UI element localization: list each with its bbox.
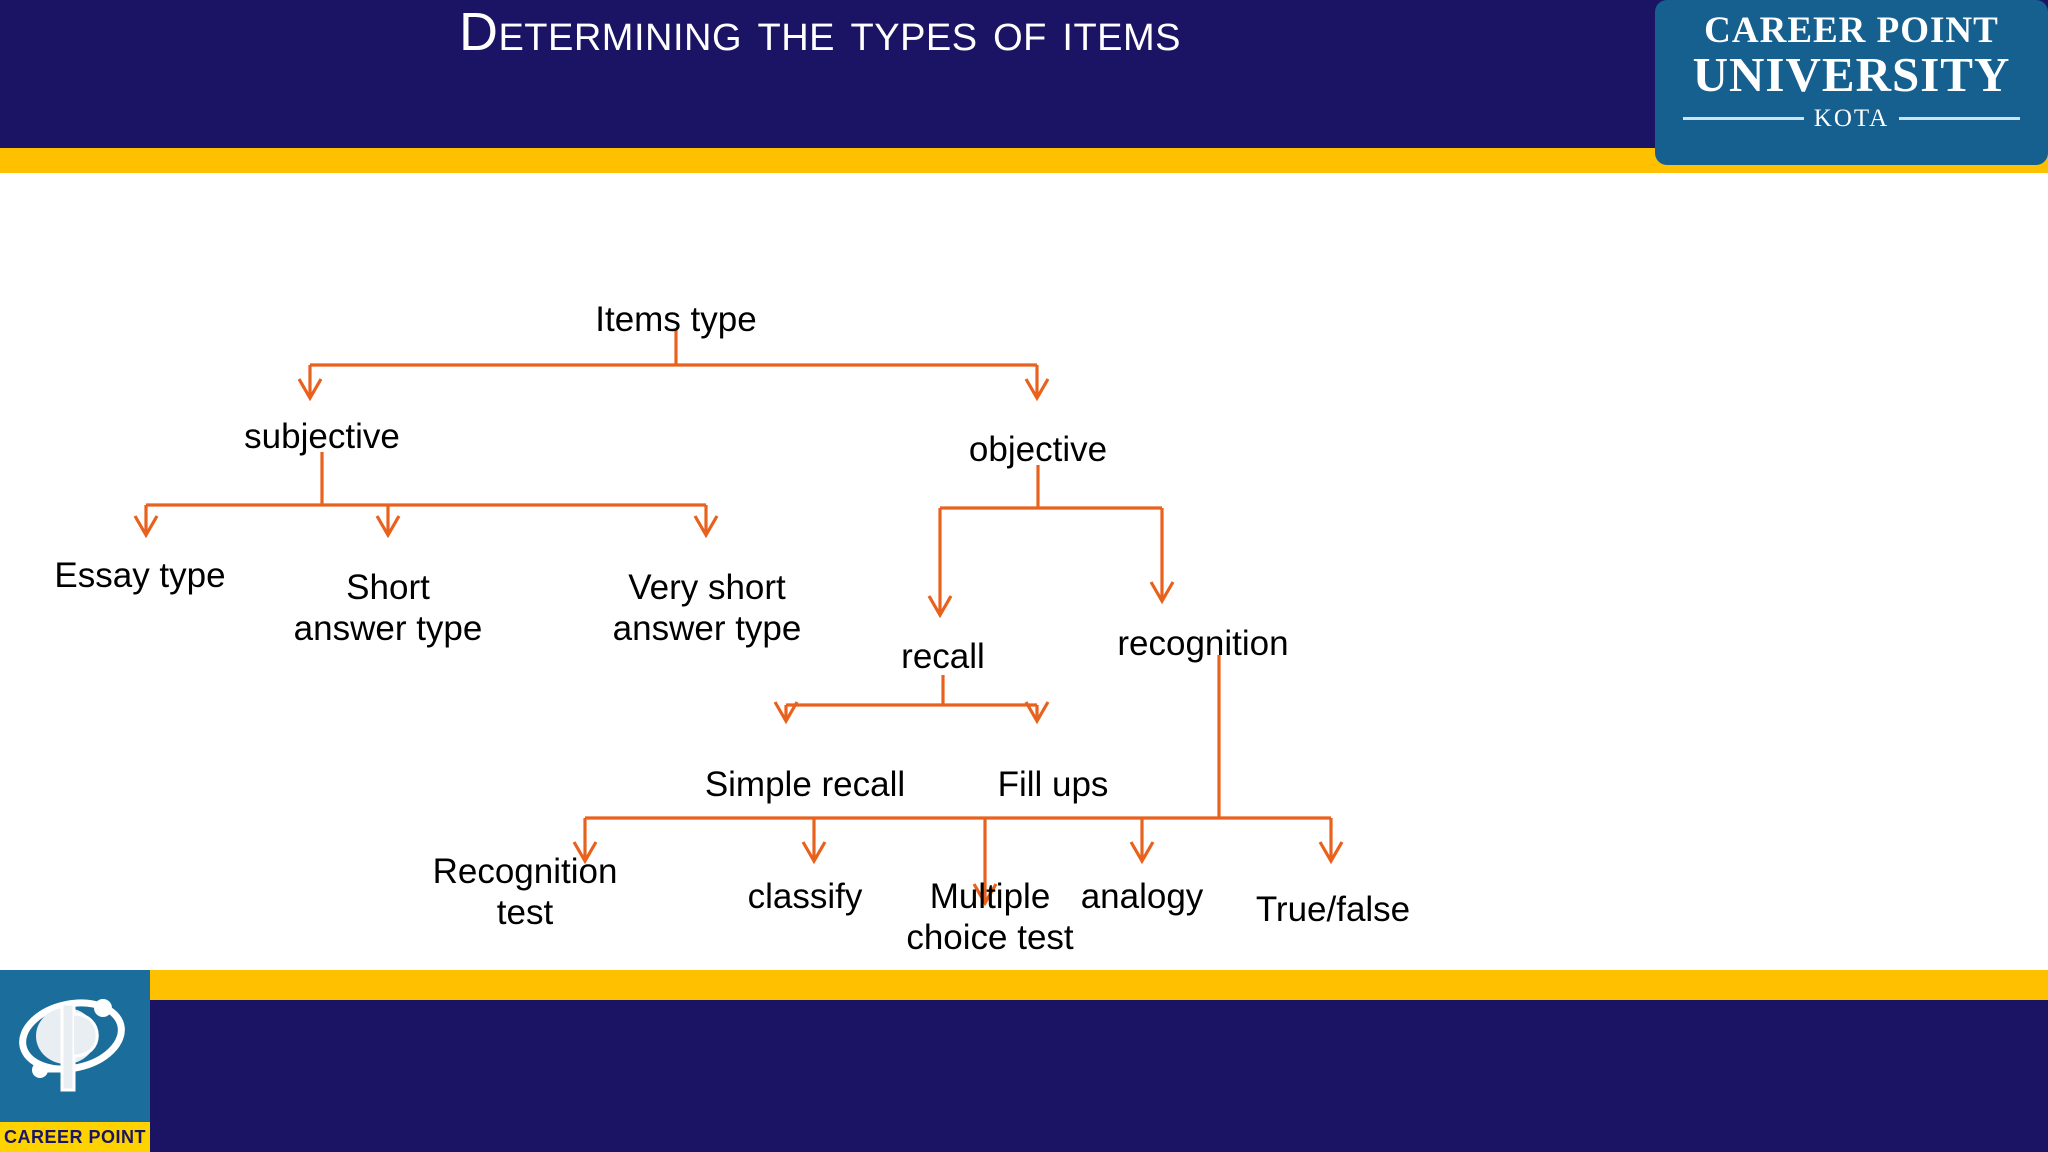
node-short-answer-type: Short answer type xyxy=(293,568,483,648)
node-items-type: Items type xyxy=(595,300,757,339)
node-simple-recall: Simple recall xyxy=(704,765,906,804)
node-subjective: subjective xyxy=(244,417,400,456)
arrowhead-veryshort xyxy=(693,515,719,539)
arrowhead-recall xyxy=(927,595,953,619)
arrowhead-classify xyxy=(801,841,827,865)
node-analogy: analogy xyxy=(1080,877,1204,916)
career-point-logo-caption: CAREER POINT xyxy=(0,1122,150,1152)
university-logo-line1: CAREER POINT xyxy=(1704,10,1999,51)
arrowhead-simple-recall xyxy=(773,701,799,725)
node-fill-ups: Fill ups xyxy=(997,765,1109,804)
footer-accent-bar xyxy=(0,970,2048,1000)
university-logo: CAREER POINT UNIVERSITY KOTA xyxy=(1655,0,2048,165)
node-recognition: recognition xyxy=(1117,624,1289,663)
node-multiple-choice-test: Multiple choice test xyxy=(906,877,1074,957)
arrowhead-objective xyxy=(1024,378,1050,402)
arrowhead-fill-ups xyxy=(1024,701,1050,725)
rule-left-icon xyxy=(1683,117,1804,121)
arrowhead-subjective xyxy=(297,378,323,402)
page-title: Determining the types of items xyxy=(458,2,1182,62)
university-logo-kota-row: KOTA xyxy=(1655,105,2048,133)
arrowhead-recognition xyxy=(1149,581,1175,605)
node-essay-type: Essay type xyxy=(54,556,226,595)
rule-right-icon xyxy=(1899,117,2020,121)
arrowhead-true-false xyxy=(1318,841,1344,865)
node-objective: objective xyxy=(968,430,1108,469)
node-recognition-test: Recognition test xyxy=(432,852,618,932)
node-classify: classify xyxy=(747,877,863,916)
university-logo-line2: UNIVERSITY xyxy=(1692,46,2011,102)
node-true-false: True/false xyxy=(1255,890,1411,929)
cp-monogram-icon xyxy=(19,999,125,1092)
arrowhead-essay xyxy=(133,515,159,539)
node-recall: recall xyxy=(901,637,985,676)
arrowhead-short xyxy=(375,515,401,539)
career-point-logo: CAREER POINT xyxy=(0,970,150,1152)
arrowhead-analogy xyxy=(1129,841,1155,865)
university-logo-line3: KOTA xyxy=(1813,104,1890,132)
node-very-short-answer-type: Very short answer type xyxy=(612,568,802,648)
footer-band xyxy=(0,1000,2048,1152)
